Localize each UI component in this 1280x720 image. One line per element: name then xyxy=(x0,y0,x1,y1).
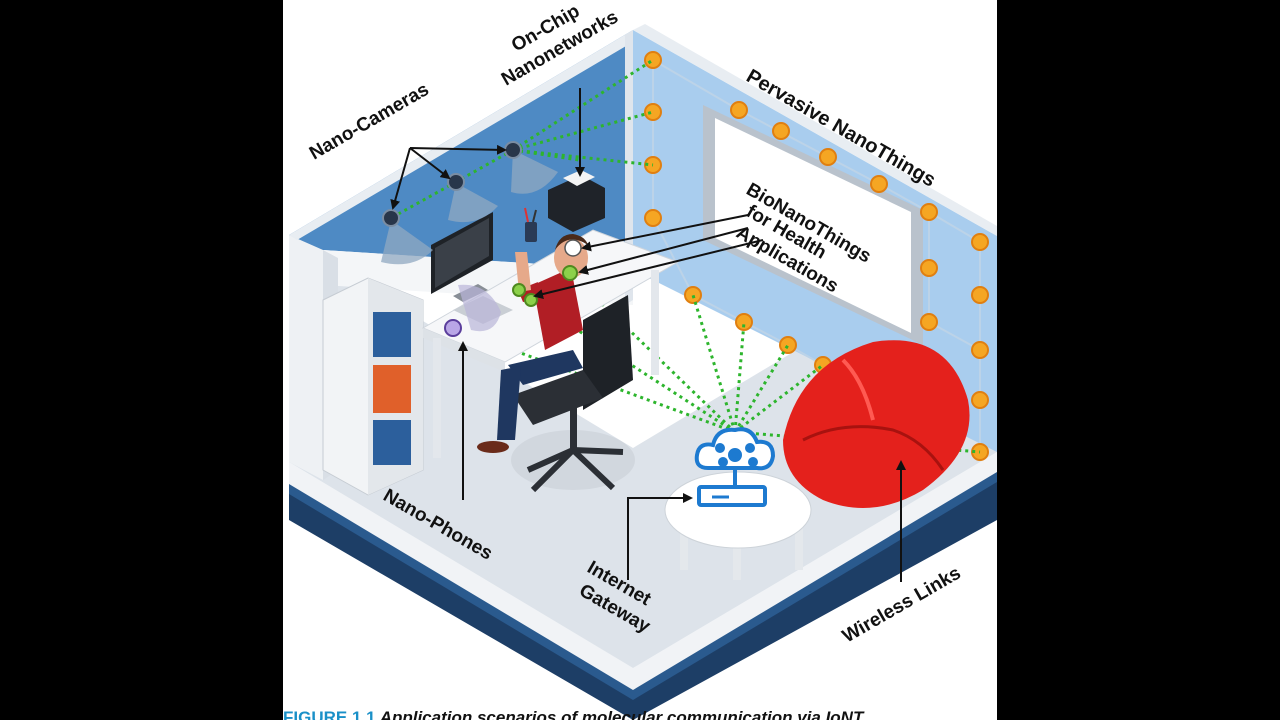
bionanothings-nodes xyxy=(512,239,582,307)
orange-node xyxy=(971,286,989,304)
orange-node xyxy=(779,336,797,354)
orange-node xyxy=(920,203,938,221)
camera-cones xyxy=(381,150,558,332)
orange-node xyxy=(971,233,989,251)
orange-node xyxy=(920,313,938,331)
office-chair xyxy=(511,295,635,493)
orange-node xyxy=(684,286,702,304)
wireless-link xyxy=(734,363,824,434)
cloud-gateway-icon xyxy=(694,427,776,507)
bean-bag xyxy=(783,340,970,508)
nano-phone-node xyxy=(444,319,462,337)
figure-caption-text: Application scenarios of molecular commu… xyxy=(379,708,864,720)
wireless-link xyxy=(691,294,737,433)
wireless-link xyxy=(530,298,736,434)
printer xyxy=(548,170,605,232)
orange-node xyxy=(920,259,938,277)
orange-nano-nodes xyxy=(644,51,989,461)
wireless-link xyxy=(390,180,457,220)
wireless-link xyxy=(733,344,790,433)
callout-arrows xyxy=(390,88,906,582)
whiteboard xyxy=(703,105,923,345)
floor-base xyxy=(289,452,997,720)
shelf-unit xyxy=(322,277,424,496)
orange-node xyxy=(644,51,662,69)
figure-panel: Nano-Cameras On-Chip Nanonetworks Pervas… xyxy=(283,0,997,720)
wireless-link xyxy=(733,321,746,433)
wireless-link xyxy=(512,110,654,152)
orange-node xyxy=(644,103,662,121)
wireless-link xyxy=(452,326,736,434)
iont-scene-illustration: Nano-Cameras On-Chip Nanonetworks Pervas… xyxy=(289,1,997,720)
pencil-cup xyxy=(524,207,537,242)
orange-node xyxy=(971,341,989,359)
orange-node xyxy=(772,122,790,140)
orange-node xyxy=(730,101,748,119)
orange-node xyxy=(644,209,662,227)
orange-node xyxy=(735,313,753,331)
orange-node xyxy=(971,391,989,409)
orange-node xyxy=(819,148,837,166)
figure-caption: FIGURE 1.1 Application scenarios of mole… xyxy=(283,708,997,720)
orange-node xyxy=(870,175,888,193)
figure-number: FIGURE 1.1 xyxy=(283,708,376,720)
